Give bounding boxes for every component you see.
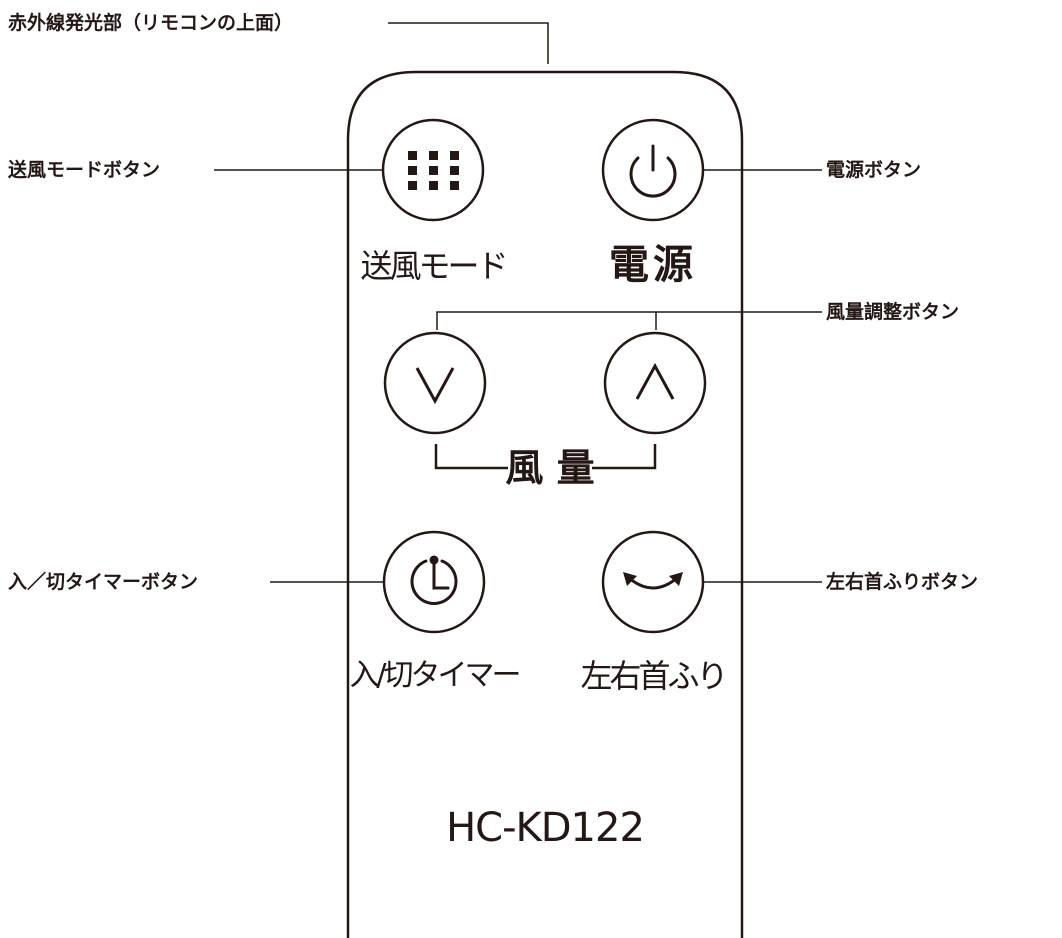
fan-speed-label: 風 量 bbox=[505, 446, 595, 490]
mode-button-label: 送風モード bbox=[360, 247, 508, 285]
swing-button-label: 左右首ふり bbox=[580, 657, 728, 695]
speed-down-button[interactable] bbox=[383, 331, 487, 435]
chevron-down-icon bbox=[415, 367, 455, 405]
power-icon bbox=[629, 144, 677, 198]
clock-timer-icon bbox=[410, 555, 458, 605]
fan-speed-buttons-callout: 風量調整ボタン bbox=[826, 301, 960, 323]
timer-button-callout: 入／切タイマーボタン bbox=[8, 571, 199, 593]
fan-speed-bracket-right bbox=[592, 444, 657, 470]
timer-button[interactable] bbox=[382, 530, 486, 634]
timer-button-label: 入/切タイマー bbox=[349, 658, 521, 693]
fan-speed-bracket-left bbox=[434, 444, 508, 470]
swing-button[interactable] bbox=[601, 530, 705, 634]
fan-speed-leader bbox=[436, 311, 822, 330]
ir-emitter-leader bbox=[388, 22, 549, 64]
ir-emitter-callout: 赤外線発光部（リモコンの上面） bbox=[8, 12, 294, 34]
mode-button[interactable] bbox=[381, 118, 485, 222]
swing-button-callout: 左右首ふりボタン bbox=[826, 571, 979, 593]
speed-up-button[interactable] bbox=[603, 331, 707, 435]
remote-body-outline bbox=[346, 70, 744, 938]
model-number: HC-KD122 bbox=[446, 805, 645, 851]
mode-button-callout: 送風モードボタン bbox=[8, 159, 161, 181]
power-button-label: 電源 bbox=[609, 242, 697, 288]
power-button[interactable] bbox=[601, 118, 705, 222]
power-button-callout: 電源ボタン bbox=[826, 159, 922, 181]
swing-arrows-icon bbox=[623, 572, 683, 590]
chevron-up-icon bbox=[635, 362, 675, 400]
nine-dots-grid-icon bbox=[408, 151, 459, 190]
